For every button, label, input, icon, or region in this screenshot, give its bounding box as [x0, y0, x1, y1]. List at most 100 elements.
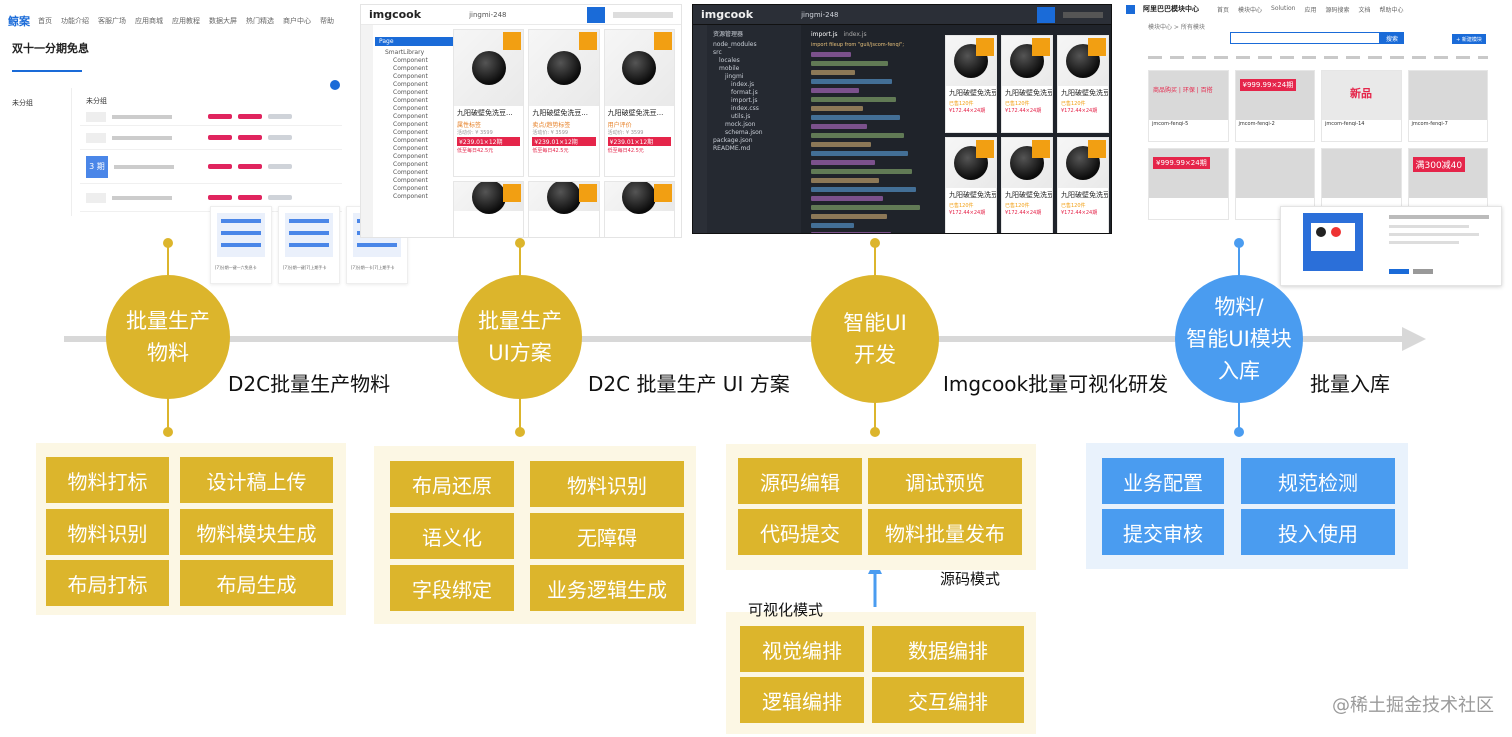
file-item[interactable]: src: [713, 49, 722, 56]
tree-node[interactable]: Component: [393, 97, 428, 104]
nav-item[interactable]: 应用教程: [172, 17, 200, 25]
sold-note: 已售120件: [949, 100, 974, 107]
price-note: 低至每日42.5元: [532, 147, 569, 154]
product-title: 九阳破壁免洗豆...: [949, 88, 996, 97]
tree-node[interactable]: Component: [393, 57, 428, 64]
promo-badge: [1032, 140, 1050, 158]
tree-node[interactable]: Component: [393, 129, 428, 136]
discount-banner: 满300减40: [1412, 157, 1466, 172]
tree-node[interactable]: Component: [393, 73, 428, 80]
sold-note: 已售120件: [949, 202, 974, 209]
tree-node[interactable]: Component: [393, 153, 428, 160]
new-module-button[interactable]: + 新建模块: [1452, 34, 1486, 44]
editor-tab[interactable]: index.js: [843, 31, 867, 38]
file-item[interactable]: mock.json: [725, 121, 756, 128]
tree-node[interactable]: Component: [393, 177, 428, 184]
tree-smart[interactable]: SmartLibrary: [385, 49, 425, 56]
center-title: 阿里巴巴模块中心: [1143, 5, 1199, 13]
file-item[interactable]: index.js: [731, 81, 755, 88]
chip-materials: 物料打标: [46, 457, 169, 503]
search-input[interactable]: [1230, 32, 1380, 44]
tree-node[interactable]: Component: [393, 121, 428, 128]
module-card-title[interactable]: jmcom-fenqi-14: [1325, 121, 1365, 127]
template-thumbnail[interactable]: [7]分期一键[7]上期手卡: [278, 206, 340, 284]
tree-node[interactable]: Component: [393, 113, 428, 120]
price-now: ¥239.01×12期: [607, 136, 671, 146]
module-card[interactable]: [1234, 148, 1315, 220]
nav-item[interactable]: 数据大屏: [209, 17, 237, 25]
tree-node[interactable]: Component: [393, 65, 428, 72]
nav-item[interactable]: 文档: [1358, 6, 1371, 14]
nav-item[interactable]: 应用: [1304, 6, 1317, 14]
tree-root[interactable]: Page: [375, 37, 453, 46]
nav-item[interactable]: 商户中心: [283, 17, 311, 25]
chip-source-mode: 调试预览: [868, 458, 1022, 504]
nav-item[interactable]: 功能介绍: [61, 17, 89, 25]
nav-item[interactable]: 首页: [38, 17, 52, 25]
code-editor[interactable]: import.js index.js import fileup from "g…: [803, 25, 939, 233]
nav-item[interactable]: 应用商城: [135, 17, 163, 25]
list-item[interactable]: [80, 126, 342, 150]
product-title: 九阳破壁免洗豆...: [949, 190, 996, 199]
list-item[interactable]: 3 期: [80, 150, 342, 184]
module-card[interactable]: ¥999.99×24期: [1148, 148, 1229, 220]
product-title: 九阳破壁免洗豆...: [457, 108, 513, 117]
file-item[interactable]: import.js: [731, 97, 758, 104]
chip-source-mode: 源码编辑: [738, 458, 862, 504]
product-card: 九阳破壁免洗豆...已售120件¥172.44×24期: [945, 137, 997, 233]
screenshot-material-admin: 鲸案 首页功能介绍客服广场应用商城应用教程数据大屏热门精选商户中心帮助 双十一分…: [0, 8, 348, 216]
file-item[interactable]: README.md: [713, 145, 751, 152]
template-thumbnail[interactable]: [7]分期一键一六免息卡: [210, 206, 272, 284]
module-card[interactable]: jmcom-fenqi-7: [1407, 70, 1488, 142]
price-banner: ¥999.99×24期: [1153, 157, 1210, 169]
file-item[interactable]: utils.js: [731, 113, 751, 120]
nav-item[interactable]: 帮助: [320, 17, 334, 25]
promo-text: 商品购买 | 环保 | 百搭: [1153, 87, 1213, 94]
editor-tab[interactable]: import.js: [811, 31, 838, 38]
nav-item[interactable]: 客服广场: [98, 17, 126, 25]
price-now: ¥172.44×24期: [1005, 209, 1042, 216]
product-card: 九阳破壁免洗豆...已售120件¥172.44×24期: [1057, 35, 1109, 133]
tree-node[interactable]: Component: [393, 185, 428, 192]
tree-node[interactable]: Component: [393, 169, 428, 176]
file-item[interactable]: index.css: [731, 105, 759, 112]
nav-item[interactable]: 帮助中心: [1379, 6, 1404, 14]
toolbar-active[interactable]: [1037, 6, 1055, 23]
sidebar-item-ungrouped[interactable]: 未分组: [12, 99, 33, 107]
chip-warehouse: 业务配置: [1102, 458, 1224, 504]
tree-node[interactable]: Component: [393, 105, 428, 112]
price-now: ¥239.01×12期: [532, 136, 596, 146]
tree-node[interactable]: Component: [393, 137, 428, 144]
nav-item[interactable]: Solution: [1271, 4, 1296, 12]
file-item[interactable]: mobile: [719, 65, 740, 72]
list-item[interactable]: [80, 108, 342, 126]
file-item[interactable]: jingmi: [725, 73, 744, 80]
toolbar-active[interactable]: [587, 6, 605, 23]
product-title: 九阳破壁免洗豆...: [532, 108, 589, 117]
nav-item[interactable]: 模块中心: [1238, 6, 1263, 14]
file-item[interactable]: node_modules: [713, 41, 757, 48]
search-button[interactable]: 搜索: [1380, 32, 1404, 44]
module-card-title[interactable]: jmcom-fenqi-7: [1411, 121, 1448, 127]
nav-item[interactable]: 首页: [1217, 6, 1230, 14]
module-card-title[interactable]: jmcom-fenqi-2: [1238, 121, 1275, 127]
nav-item[interactable]: 热门精选: [246, 17, 274, 25]
tree-node[interactable]: Component: [393, 145, 428, 152]
nav-item[interactable]: 源码搜索: [1325, 6, 1350, 14]
module-card-title[interactable]: jmcom-fenqi-5: [1152, 121, 1189, 127]
file-item[interactable]: locales: [719, 57, 740, 64]
add-button[interactable]: [330, 80, 340, 90]
file-item[interactable]: package.json: [713, 137, 753, 144]
tree-node[interactable]: Component: [393, 193, 428, 200]
file-item[interactable]: schema.json: [725, 129, 763, 136]
module-card[interactable]: 商品购买 | 环保 | 百搭 jmcom-fenqi-5: [1148, 70, 1229, 142]
file-item[interactable]: format.js: [731, 89, 758, 96]
tree-node[interactable]: Component: [393, 89, 428, 96]
tree-node[interactable]: Component: [393, 161, 428, 168]
tree-node[interactable]: Component: [393, 81, 428, 88]
